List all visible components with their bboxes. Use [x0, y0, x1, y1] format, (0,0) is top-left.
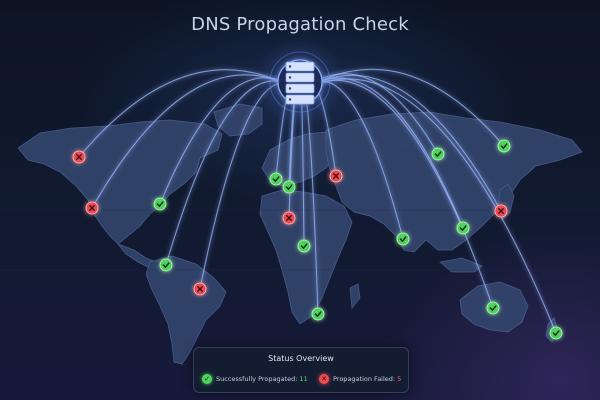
check-circle-icon — [159, 258, 173, 272]
dns-server — [256, 38, 344, 126]
failed-label: Propagation Failed: — [333, 375, 396, 383]
marker-north-america-east[interactable] — [153, 197, 167, 211]
check-mark-icon — [399, 236, 407, 243]
marker-russia[interactable] — [431, 147, 445, 161]
greenland-landmass — [213, 103, 263, 137]
check-mark-icon — [156, 201, 164, 208]
indonesia-landmass — [439, 257, 483, 273]
asia-landmass — [325, 111, 583, 253]
marker-south-america[interactable] — [193, 282, 207, 296]
check-circle-icon — [311, 307, 325, 321]
check-mark-icon — [434, 151, 442, 158]
location-markers — [72, 139, 563, 340]
check-circle-icon — [549, 326, 563, 340]
x-mark-icon — [89, 205, 95, 211]
check-circle-icon — [456, 221, 470, 235]
check-mark-icon — [300, 243, 308, 250]
check-mark-icon — [489, 305, 497, 312]
check-mark-icon — [314, 311, 322, 318]
marker-australia[interactable] — [486, 301, 500, 315]
check-mark-icon — [552, 330, 560, 337]
x-mark-icon — [197, 286, 203, 292]
check-mark-icon — [162, 262, 170, 269]
success-count: 11 — [299, 375, 308, 383]
check-circle-icon — [431, 147, 445, 161]
legend-success: ✓ Successfully Propagated: 11 — [202, 373, 308, 385]
failed-count: 5 — [397, 375, 402, 383]
x-mark-icon — [333, 173, 339, 179]
marker-southern-africa[interactable] — [311, 307, 325, 321]
status-overview-panel: Status Overview ✓ Successfully Propagate… — [193, 347, 409, 393]
check-circle-icon — [269, 172, 283, 186]
check-circle-icon — [153, 197, 167, 211]
check-mark-icon — [285, 184, 293, 191]
marker-central-europe[interactable] — [282, 180, 296, 194]
check-circle-icon — [486, 301, 500, 315]
marker-eastern-europe[interactable] — [329, 169, 343, 183]
marker-japan[interactable] — [494, 204, 508, 218]
marker-caribbean[interactable] — [159, 258, 173, 272]
marker-india[interactable] — [396, 232, 410, 246]
page-title: DNS Propagation Check — [191, 14, 409, 35]
marker-russia-east[interactable] — [497, 139, 511, 153]
marker-new-zealand[interactable] — [549, 326, 563, 340]
x-mark-icon — [498, 208, 504, 214]
status-overview-title: Status Overview — [268, 354, 334, 363]
marker-central-africa[interactable] — [297, 239, 311, 253]
marker-southeast-asia[interactable] — [456, 221, 470, 235]
legend-failed: ✕ Propagation Failed: 5 — [319, 373, 401, 385]
x-mark-icon — [76, 154, 82, 160]
check-circle-icon — [497, 139, 511, 153]
marker-north-africa[interactable] — [282, 211, 296, 225]
x-mark-icon — [286, 215, 292, 221]
server-icon — [285, 61, 315, 105]
marker-north-america-pacific[interactable] — [85, 201, 99, 215]
check-circle-icon: ✓ — [202, 374, 212, 384]
marker-western-europe[interactable] — [269, 172, 283, 186]
success-label: Successfully Propagated: — [216, 375, 298, 383]
check-mark-icon — [500, 143, 508, 150]
check-mark-icon — [459, 225, 467, 232]
x-circle-icon: ✕ — [319, 374, 329, 384]
africa-landmass — [259, 189, 353, 325]
check-circle-icon — [282, 180, 296, 194]
check-mark-icon — [272, 176, 280, 183]
continents — [17, 103, 583, 365]
check-circle-icon — [297, 239, 311, 253]
south-america-landmass — [145, 255, 227, 365]
madagascar-landmass — [349, 283, 361, 310]
check-circle-icon — [396, 232, 410, 246]
marker-north-america-west[interactable] — [72, 150, 86, 164]
